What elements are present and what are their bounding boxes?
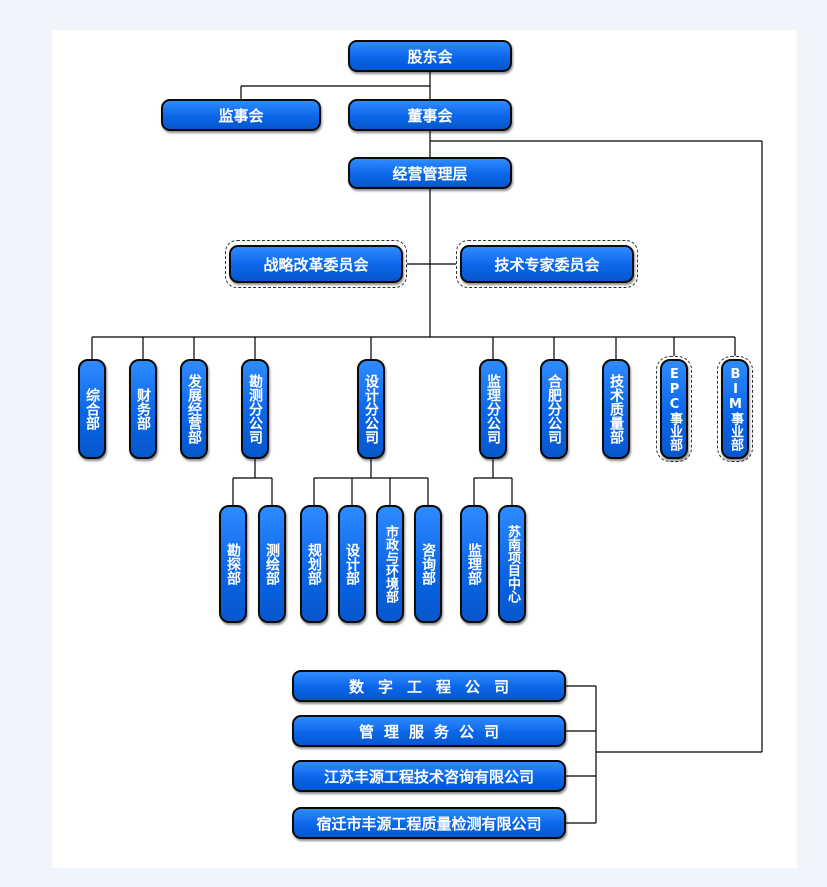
design-branch-box: 设计分公司 xyxy=(357,359,385,459)
sunan-project-center-box: 苏南项目中心 xyxy=(498,505,526,623)
tech-quality-dept-box: 技术质量部 xyxy=(602,359,630,459)
exploration-dept-box: 勘探部 xyxy=(219,505,247,623)
suqian-fengyuan-company-box: 宿迁市丰源工程质量检测有限公司 xyxy=(292,807,566,839)
strategy-committee-box: 战略改革委员会 xyxy=(229,245,403,283)
survey-branch-box: 勘测分公司 xyxy=(241,359,269,459)
finance-dept-box: 财务部 xyxy=(129,359,157,459)
hefei-branch-box: 合肥分公司 xyxy=(540,359,568,459)
consulting-dept-box: 咨询部 xyxy=(414,505,442,623)
general-dept-box: 综合部 xyxy=(78,359,106,459)
bim-division-box: BIM事业部 xyxy=(721,359,749,459)
epc-division-box: EPC事业部 xyxy=(660,359,688,459)
municipal-environment-dept-box: 市政与环境部 xyxy=(376,505,404,623)
design-dept-box: 设计部 xyxy=(338,505,366,623)
jiangsu-fengyuan-company-box: 江苏丰源工程技术咨询有限公司 xyxy=(292,760,566,792)
digital-engineering-company-box: 数字工程公司 xyxy=(292,670,566,702)
development-dept-box: 发展经营部 xyxy=(180,359,208,459)
supervision-dept-box: 监理部 xyxy=(460,505,488,623)
shareholders-box: 股东会 xyxy=(348,40,512,72)
tech-experts-committee-box: 技术专家委员会 xyxy=(460,245,634,283)
management-services-company-box: 管理服务公司 xyxy=(292,715,566,747)
supervisors-box: 监事会 xyxy=(161,99,321,131)
management-box: 经营管理层 xyxy=(348,157,512,189)
supervision-branch-box: 监理分公司 xyxy=(479,359,507,459)
board-box: 董事会 xyxy=(348,99,512,131)
surveying-mapping-dept-box: 测绘部 xyxy=(258,505,286,623)
planning-dept-box: 规划部 xyxy=(300,505,328,623)
